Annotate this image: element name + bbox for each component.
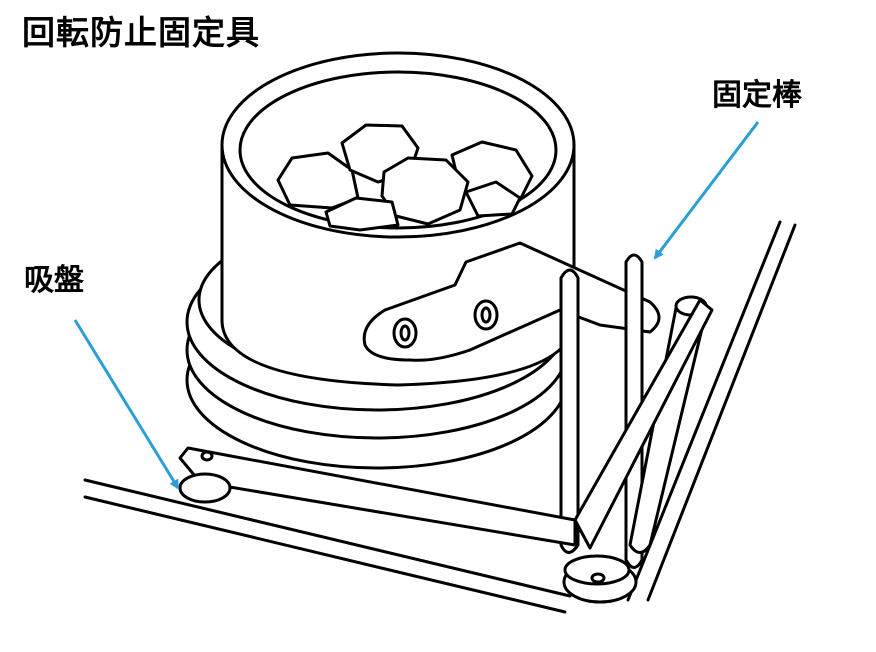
fixing-rod-label: 固定棒 bbox=[712, 78, 802, 113]
pot-contents bbox=[276, 123, 534, 232]
fixture-base-arm bbox=[178, 298, 714, 604]
fixing-rods bbox=[559, 253, 708, 569]
fixing-rod-leader bbox=[653, 121, 760, 260]
suction-cup-label: 吸盤 bbox=[24, 263, 84, 298]
suction-cup-leader bbox=[73, 319, 180, 490]
diagram-title: 回転防止固定具 bbox=[22, 13, 260, 52]
handle-bracket bbox=[362, 241, 661, 362]
